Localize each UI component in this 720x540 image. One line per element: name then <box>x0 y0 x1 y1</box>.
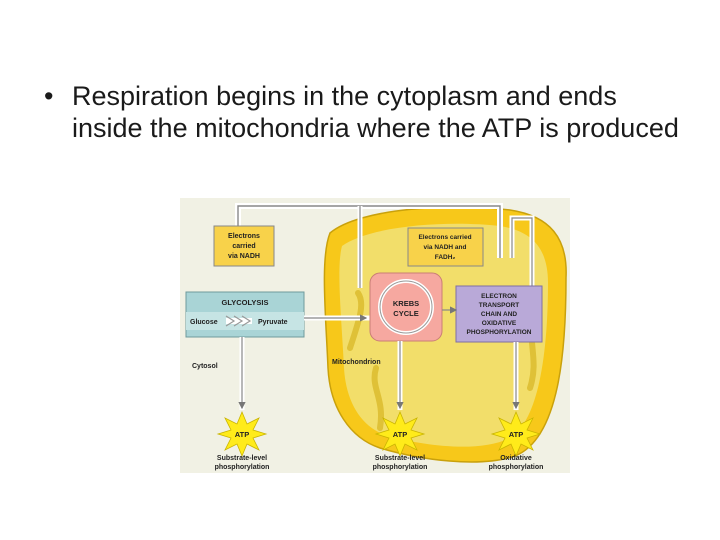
pyruvate-label: Pyruvate <box>258 319 288 326</box>
electrons-nadh-box <box>213 225 275 267</box>
etc-line3: CHAIN AND <box>481 311 518 318</box>
bullet-text: Respiration begins in the cytoplasm and … <box>72 81 679 144</box>
caption-2-line2: phosphorylation <box>373 464 428 471</box>
etc-line4: OXIDATIVE <box>482 320 517 327</box>
respiration-diagram: Electrons carried via NADH Electrons car… <box>180 198 570 473</box>
etc-box <box>455 285 543 343</box>
electrons-nadh-fadh-box <box>407 227 484 267</box>
electrons-nadh-line2: carried <box>232 243 255 250</box>
atp-star-1 <box>216 410 268 458</box>
cytosol-label: Cytosol <box>192 363 218 370</box>
caption-1-line1: Substrate-level <box>217 455 267 462</box>
bullet-marker: • <box>44 81 54 111</box>
respiration-diagram-svg: Electrons carried via NADH Electrons car… <box>180 198 570 473</box>
electrons-nadh-line1: Electrons <box>228 233 260 240</box>
krebs-line1: KREBS <box>393 299 419 308</box>
caption-1-line2: phosphorylation <box>215 464 270 471</box>
etc-line1: ELECTRON <box>481 293 517 300</box>
atp-star-2 <box>374 410 426 458</box>
arrow-nadh-top-outline <box>237 205 501 258</box>
etc-line5: PHOSPHORYLATION <box>466 329 531 336</box>
electrons-nadh-fadh-line3: FADH₂ <box>435 254 456 261</box>
krebs-line2: CYCLE <box>393 309 418 318</box>
glycolysis-arrowheads <box>225 315 252 327</box>
mitochondrion-label: Mitochondrion <box>332 359 381 366</box>
cristae <box>347 235 538 431</box>
bullet-point: • Respiration begins in the cytoplasm an… <box>44 80 684 145</box>
electrons-nadh-fadh-line1: Electrons carried <box>418 234 471 241</box>
electrons-nadh-fadh-line2: via NADH and <box>424 244 467 251</box>
glycolysis-title: GLYCOLYSIS <box>222 298 269 307</box>
caption-3-line1: Oxidative <box>500 455 532 462</box>
etc-line2: TRANSPORT <box>479 302 519 309</box>
electrons-nadh-line3: via NADH <box>228 253 260 260</box>
atp-label-1: ATP <box>235 430 249 439</box>
caption-3-line2: phosphorylation <box>489 464 544 471</box>
glucose-label: Glucose <box>190 319 218 326</box>
arrow-fadh-outline <box>511 217 533 288</box>
atp-star-3 <box>490 410 542 458</box>
caption-2-line1: Substrate-level <box>375 455 425 462</box>
atp-label-2: ATP <box>393 430 407 439</box>
atp-label-3: ATP <box>509 430 523 439</box>
krebs-cycle-ring-outline <box>379 280 433 334</box>
